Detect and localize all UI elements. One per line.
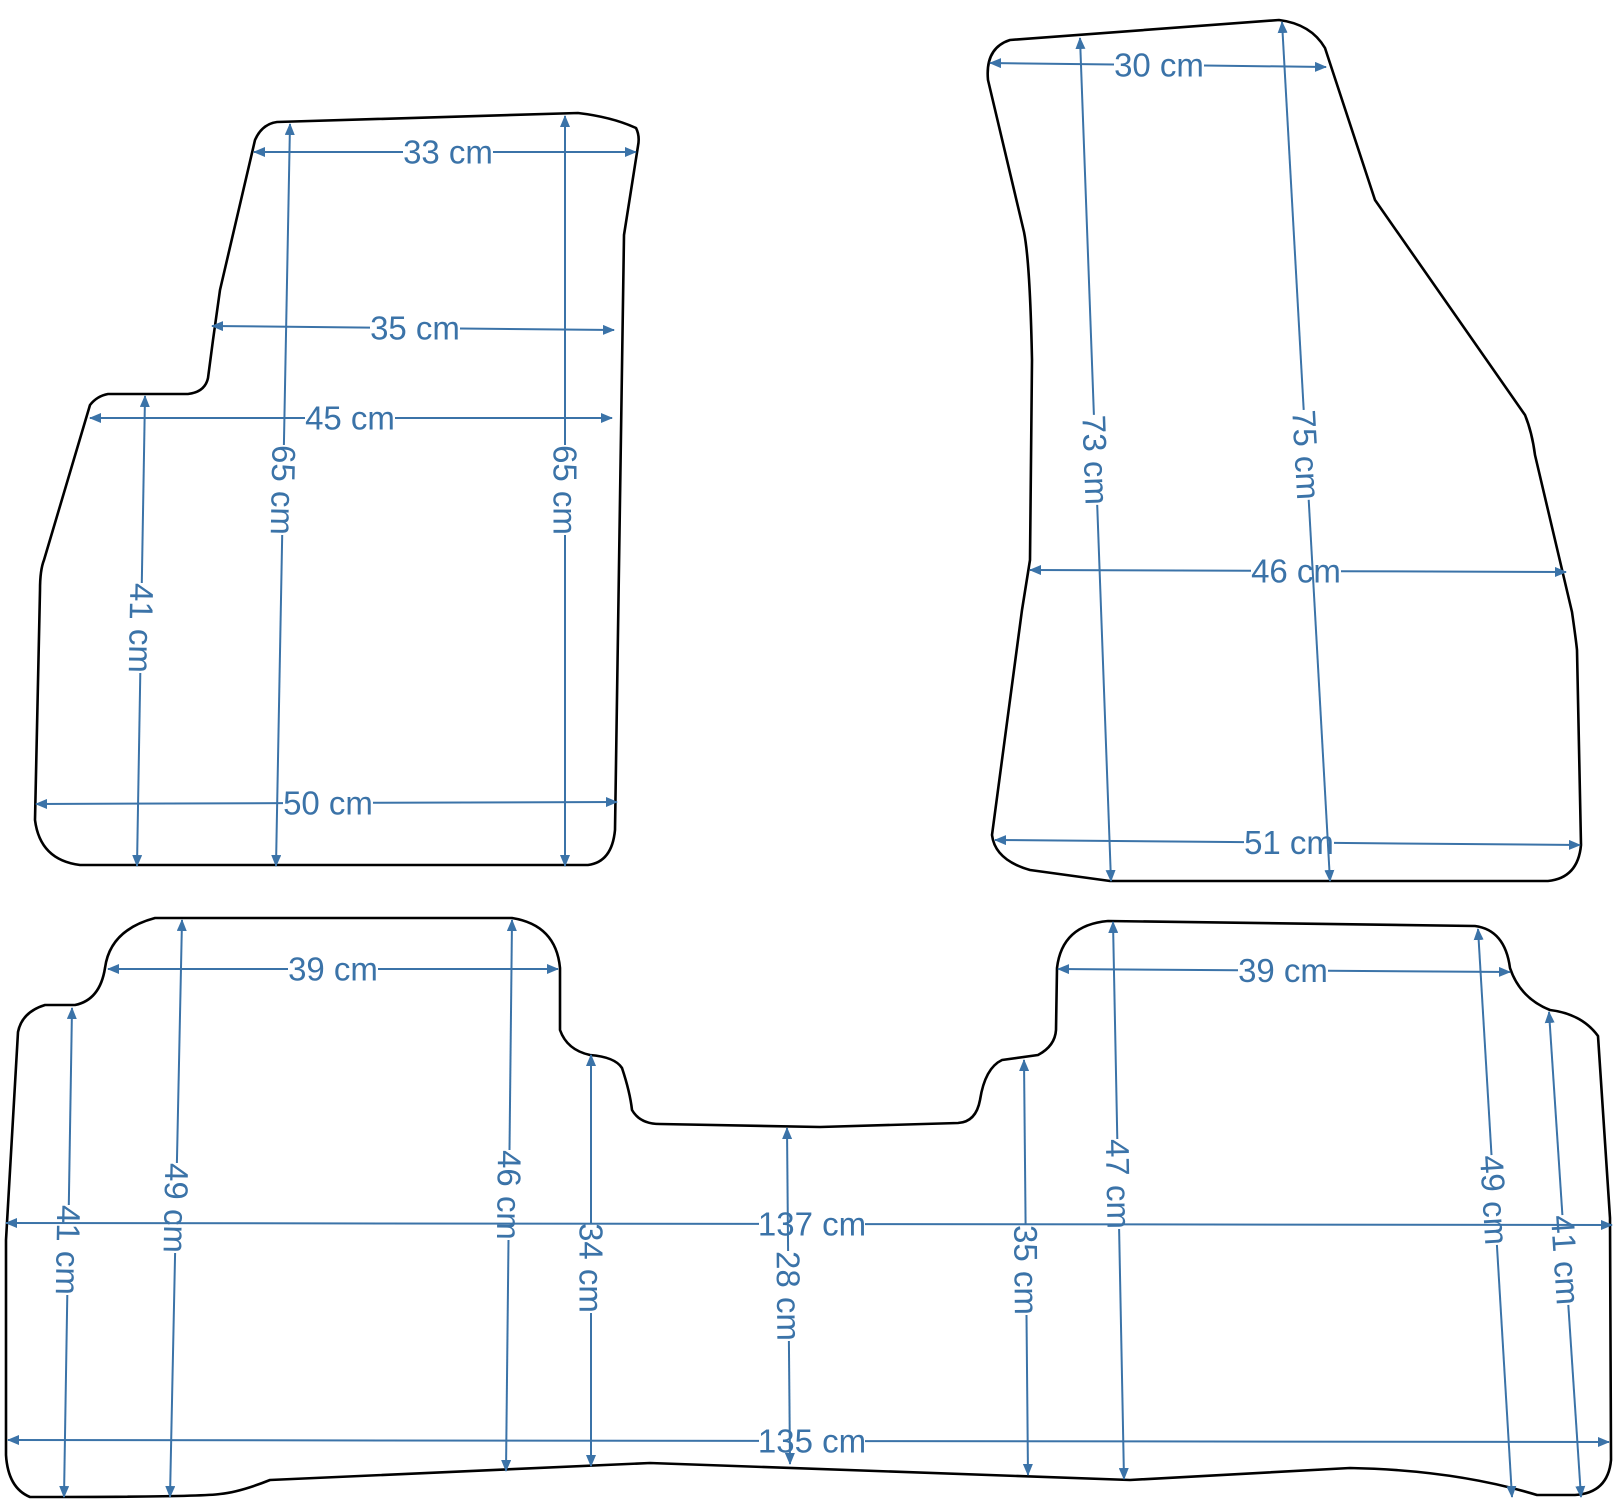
dimension-label: 33 cm: [403, 134, 493, 171]
dimension-line-start: [1473, 928, 1493, 1156]
dimension-line-start: [1075, 37, 1095, 415]
front-right-mat-right-height-dimension: 75 cm: [1277, 21, 1335, 882]
front-left-mat-upper-width-dimension: 35 cm: [211, 310, 615, 347]
dimension-label: 50 cm: [283, 785, 373, 822]
rear-mat-left-top-width-dimension: 39 cm: [107, 951, 559, 988]
rear-mat-far-left-height-dimension: 41 cm: [49, 1007, 87, 1498]
dimension-line-end: [1567, 1304, 1586, 1498]
dimension-label: 30 cm: [1114, 47, 1204, 84]
rear-mat-tunnel-height-dimension: 28 cm: [770, 1127, 808, 1465]
dimension-label: 35 cm: [370, 310, 460, 347]
rear-mat-bottom-width-dimension: 135 cm: [7, 1423, 1610, 1460]
dimension-label: 65 cm: [264, 445, 303, 536]
dimension-label: 49 cm: [1473, 1154, 1515, 1246]
dimension-line-end: [459, 324, 615, 335]
dimension-line-end: [165, 1252, 177, 1498]
dimension-line-end: [1118, 1228, 1129, 1480]
rear-mat-right-top-width-dimension: 39 cm: [1057, 952, 1511, 989]
front-left-mat-bottom-width-dimension: 50 cm: [35, 785, 618, 822]
rear-mat-right-inner-height-dimension: 47 cm: [1099, 921, 1138, 1480]
dimension-label: 28 cm: [770, 1251, 808, 1341]
dimension-line-end: [271, 534, 284, 867]
dimension-line-start: [139, 395, 150, 584]
dimension-line-end: [59, 1294, 70, 1498]
rear-mat-right-height-dimension: 49 cm: [1473, 928, 1517, 1498]
front-left-mat-left-height-dimension: 41 cm: [122, 395, 161, 867]
dimension-line-end: [864, 1436, 1610, 1447]
dimension-line-start: [5, 1218, 760, 1229]
dimension-label: 41 cm: [49, 1205, 87, 1295]
dimension-line-end: [864, 1219, 1613, 1230]
dimension-line-end: [1307, 499, 1335, 882]
dimension-line-start: [1057, 964, 1239, 975]
dimension-label: 39 cm: [288, 951, 378, 988]
dimension-line-end: [1340, 566, 1567, 577]
dimension-line-end: [1495, 1244, 1517, 1498]
dimension-label: 49 cm: [157, 1163, 196, 1254]
dimension-line-start: [66, 1007, 77, 1206]
rear-mat-tunnel-right-height-dimension: 35 cm: [1007, 1059, 1045, 1476]
dimension-line-start: [1108, 921, 1119, 1140]
dimension-line-end: [132, 672, 143, 867]
dimension-line-end: [372, 797, 618, 808]
dimension-line-start: [35, 798, 284, 809]
dimension-label: 47 cm: [1099, 1139, 1138, 1230]
dimension-label: 45 cm: [305, 400, 395, 437]
front-right-mat-left-height-dimension: 73 cm: [1075, 37, 1116, 882]
front-left-mat-right-height-dimension: 65 cm: [547, 115, 584, 867]
rear-mat-tunnel-left-height-dimension: 34 cm: [573, 1054, 610, 1467]
dimension-label: 135 cm: [758, 1423, 866, 1460]
dimension-label: 75 cm: [1285, 409, 1327, 501]
dimension-label: 41 cm: [1544, 1214, 1587, 1306]
dimension-line-end: [1333, 839, 1581, 850]
dimension-line-start: [7, 1435, 760, 1446]
dimension-line-start: [1029, 565, 1252, 576]
dimension-label: 51 cm: [1244, 824, 1334, 861]
dimension-line-start: [1277, 21, 1305, 410]
dimension-lines: 33 cm 35 cm 45 cm 50 cm 41 cm 65 cm 65 cm 30 cm…: [5, 21, 1613, 1498]
dimension-line-end: [1203, 61, 1327, 72]
front-right-mat-middle-width-dimension: 46 cm: [1029, 553, 1567, 590]
dimension-line-start: [282, 123, 295, 446]
dimension-label: 73 cm: [1075, 414, 1115, 505]
dimension-line-start: [989, 58, 1115, 69]
dimension-line-start: [211, 321, 371, 332]
front-left-mat-middle-width-dimension: 45 cm: [89, 400, 613, 437]
dimension-line-start: [782, 1127, 793, 1252]
front-right-mat-bottom-width-dimension: 51 cm: [994, 824, 1581, 861]
dimension-label: 65 cm: [547, 445, 584, 535]
dimension-line-end: [1096, 504, 1116, 882]
dimension-line-start: [1019, 1059, 1030, 1226]
dimension-label: 34 cm: [573, 1223, 610, 1313]
front-left-mat-center-height-dimension: 65 cm: [264, 123, 303, 867]
dimension-line-end: [784, 1340, 795, 1465]
rear-mat-outline: [4, 916, 1613, 1499]
dimension-label: 39 cm: [1238, 952, 1328, 989]
dimension-label: 41 cm: [122, 583, 161, 673]
dimension-label: 46 cm: [1251, 553, 1341, 590]
front-left-mat-top-width-dimension: 33 cm: [253, 134, 637, 171]
dimension-line-end: [1327, 966, 1511, 977]
dimension-label: 35 cm: [1007, 1225, 1045, 1315]
front-right-mat-outline: [986, 18, 1583, 883]
dimension-line-start: [506, 919, 517, 1151]
dimension-line-start: [175, 919, 187, 1164]
dimension-label: 137 cm: [758, 1206, 866, 1243]
rear-mat-overall-width-dimension: 137 cm: [5, 1206, 1613, 1243]
dimension-label: 46 cm: [490, 1150, 528, 1240]
rear-mat-left-height-dimension: 49 cm: [157, 919, 196, 1498]
dimension-line-end: [501, 1239, 512, 1472]
dimension-line-end: [1022, 1314, 1033, 1476]
front-right-mat-top-width-dimension: 30 cm: [989, 47, 1327, 84]
front-left-mat-outline: [33, 111, 640, 867]
dimension-line-start: [994, 835, 1245, 846]
rear-mat-far-right-height-dimension: 41 cm: [1544, 1011, 1587, 1498]
rear-mat-left-inner-height-dimension: 46 cm: [490, 919, 528, 1472]
dimension-line-start: [1544, 1011, 1564, 1216]
